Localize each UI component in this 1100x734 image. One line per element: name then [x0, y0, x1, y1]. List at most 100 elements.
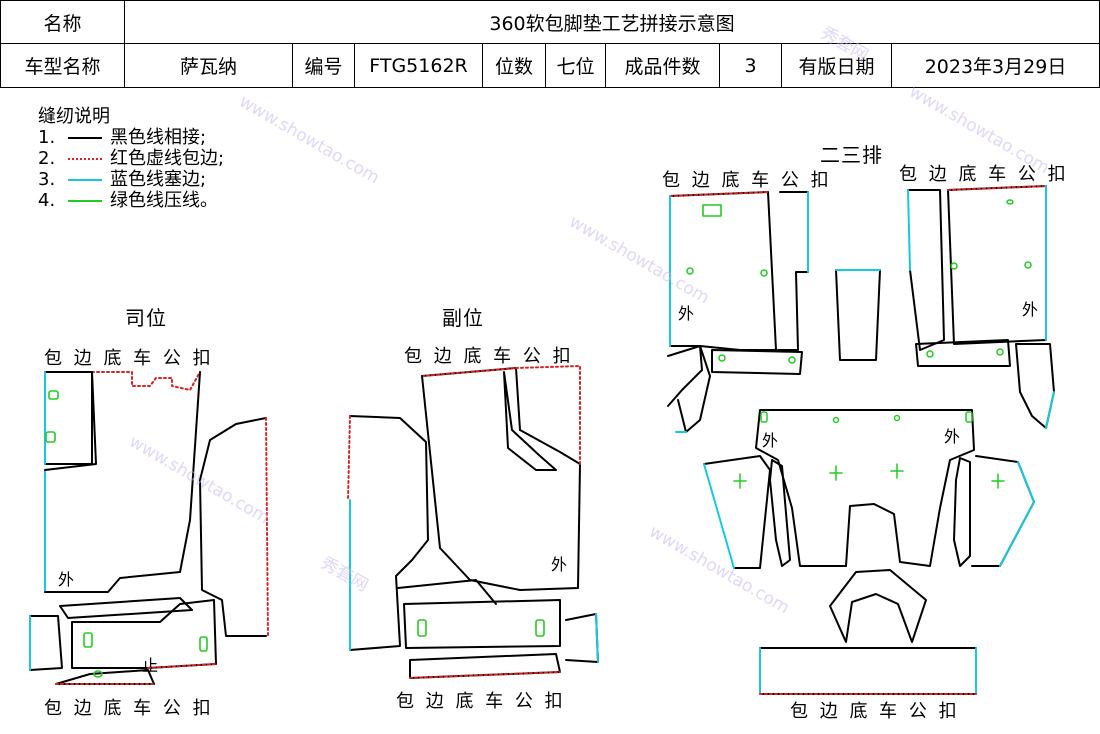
header-table: 名称 360软包脚垫工艺拼接示意图 车型名称 萨瓦纳 编号 FTG5162R 位… — [0, 0, 1100, 88]
legend-num: 1. — [38, 127, 56, 148]
driver-bottom-edge-label: 包 边 底 车 公 扣 — [44, 698, 214, 719]
legend-item-black: 1. 黑色线相接; — [38, 127, 224, 148]
driver-title: 司位 — [125, 306, 167, 330]
legend-item-red: 2. 红色虚线包边; — [38, 148, 224, 169]
rear-bottom-strip — [759, 647, 977, 695]
green-mark — [93, 670, 103, 678]
outside-label: 外 — [58, 570, 75, 589]
rear-right-wing-strip — [953, 457, 971, 567]
rear-left-edge-label: 包 边 底 车 公 扣 — [662, 170, 832, 191]
seats-label: 位数 — [482, 43, 546, 88]
rear-right-edge-label: 包 边 底 车 公 扣 — [899, 164, 1069, 185]
green-mark — [702, 204, 722, 217]
green-mark — [45, 431, 56, 443]
rear-title: 二三排 — [820, 143, 883, 167]
green-mark — [1006, 199, 1014, 205]
green-mark — [760, 411, 768, 423]
green-mark — [890, 463, 904, 479]
green-mark — [893, 414, 901, 422]
passenger-top-edge-label: 包 边 底 车 公 扣 — [404, 346, 574, 367]
name-label: 名称 — [0, 0, 125, 44]
rear-center-tunnel — [835, 269, 881, 361]
pieces-label: 成品件数 — [605, 43, 720, 88]
green-mark — [829, 465, 843, 481]
rear-left-panel — [669, 191, 777, 351]
black-line-swatch — [68, 136, 102, 139]
legend-num: 3. — [38, 169, 56, 190]
legend-text: 绿色线压线。 — [110, 190, 218, 211]
rear-left-wing — [703, 455, 771, 569]
green-mark — [535, 619, 545, 637]
driver-main-mat — [44, 371, 93, 465]
outside-label: 外 — [944, 427, 961, 446]
rear-right-small — [915, 339, 1011, 367]
outside-label: 外 — [1022, 300, 1039, 319]
green-mark — [926, 350, 934, 358]
green-mark — [199, 636, 208, 652]
sewing-legend: 缝纫说明 1. 黑色线相接; 2. 红色虚线包边; 3. 蓝色线塞边; 4. 绿… — [38, 106, 224, 211]
green-mark — [965, 411, 973, 423]
date-label: 有版日期 — [781, 43, 892, 88]
driver-bottom-piece — [71, 599, 217, 669]
rear-left-arm — [667, 345, 703, 407]
green-mark — [83, 632, 93, 648]
passenger-inner-curve — [503, 371, 557, 471]
seats-value: 七位 — [545, 43, 606, 88]
sheet-title: 360软包脚垫工艺拼接示意图 — [123, 0, 1100, 44]
outside-label: 外 — [551, 555, 568, 574]
green-mark — [996, 348, 1004, 356]
rear-bottom-edge-label: 包 边 底 车 公 扣 — [790, 701, 960, 722]
date-value: 2023年3月29日 — [890, 43, 1100, 88]
pieces-value: 3 — [719, 43, 782, 88]
rear-pieces — [667, 185, 1055, 695]
green-mark — [760, 269, 768, 277]
rear-right-wing — [971, 455, 1035, 567]
legend-num: 2. — [38, 148, 56, 169]
green-mark — [950, 262, 958, 270]
legend-title: 缝纫说明 — [38, 106, 110, 127]
legend-text: 红色虚线包边; — [110, 148, 225, 169]
passenger-bottom-edge-label: 包 边 底 车 公 扣 — [396, 691, 566, 712]
rear-right-strip — [907, 189, 945, 351]
rear-left-small — [711, 349, 803, 375]
outside-label: 外 — [678, 304, 695, 323]
rear-center-mat — [755, 409, 975, 567]
blue-line-swatch — [68, 178, 102, 181]
passenger-right-piece — [565, 613, 599, 663]
rear-left-wing-strip — [769, 459, 791, 567]
passenger-title: 副位 — [442, 306, 484, 330]
legend-item-blue: 3. 蓝色线塞边; — [38, 169, 224, 190]
passenger-left-piece — [349, 415, 429, 651]
rear-left-strip — [777, 191, 809, 351]
green-line-swatch — [68, 199, 102, 202]
red-dotted-line-swatch — [68, 157, 102, 160]
driver-right-piece — [199, 417, 267, 637]
legend-item-green: 4. 绿色线压线。 — [38, 190, 224, 211]
green-mark — [733, 473, 747, 489]
driver-connector-strip — [59, 597, 193, 619]
driver-left-piece — [29, 615, 63, 671]
green-mark — [417, 619, 427, 637]
legend-text: 黑色线相接; — [110, 127, 207, 148]
legend-num: 4. — [38, 190, 56, 211]
driver-top-edge-label: 包 边 底 车 公 扣 — [44, 348, 214, 369]
green-mark — [48, 390, 59, 400]
outside-label: 外 — [762, 431, 779, 450]
driver-bottom-lip — [55, 669, 155, 685]
passenger-main-mat — [421, 367, 581, 591]
green-mark — [788, 356, 796, 364]
passenger-strip — [403, 599, 561, 649]
green-mark — [718, 354, 726, 362]
green-mark — [832, 416, 840, 424]
green-mark — [686, 267, 694, 275]
passenger-pieces — [347, 365, 599, 679]
legend-text: 蓝色线塞边; — [110, 169, 207, 190]
green-mark — [991, 473, 1005, 489]
passenger-strip — [397, 579, 497, 605]
model-value: 萨瓦纳 — [124, 43, 293, 88]
rear-hump-piece — [829, 569, 927, 643]
green-mark — [1024, 261, 1032, 269]
driver-pieces — [29, 371, 269, 685]
